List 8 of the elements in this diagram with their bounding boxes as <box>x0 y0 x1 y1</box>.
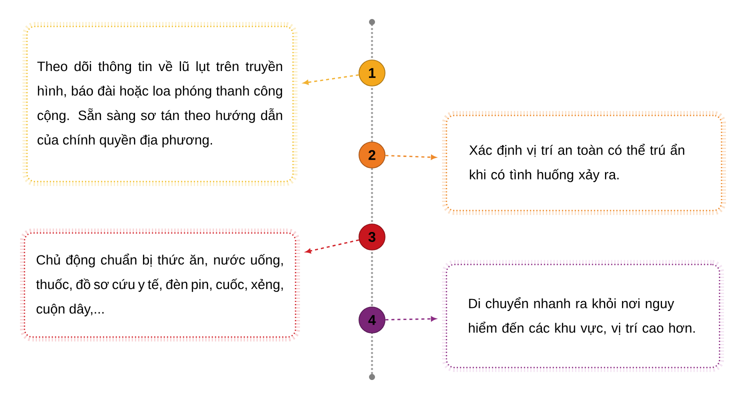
text-box: Xác định vị trí an toàn có thể trú ẩn khi có tình huống xảy ra. <box>442 111 726 215</box>
text-box: Theo dõi thông tin về lũ lụt trên truyền hình, báo đài hoặc loa phóng thanh công cộng. Sẵn sàng sơ tán theo hướng dẫn của chính quyền địa phương. <box>22 22 298 186</box>
arrow <box>306 239 360 254</box>
arrow <box>303 74 359 85</box>
arrow <box>385 154 436 160</box>
text-box: Chủ động chuẩn bị thức ăn, nước uống, thuốc, đồ sơ cứu y tế, đèn pin, cuốc, xẻng, cuộn dây,... <box>20 228 300 342</box>
text-box: Di chuyển nhanh ra khỏi nơi nguy hiểm đến các khu vực, vị trí cao hơn. <box>442 260 724 372</box>
arrow <box>385 316 436 322</box>
